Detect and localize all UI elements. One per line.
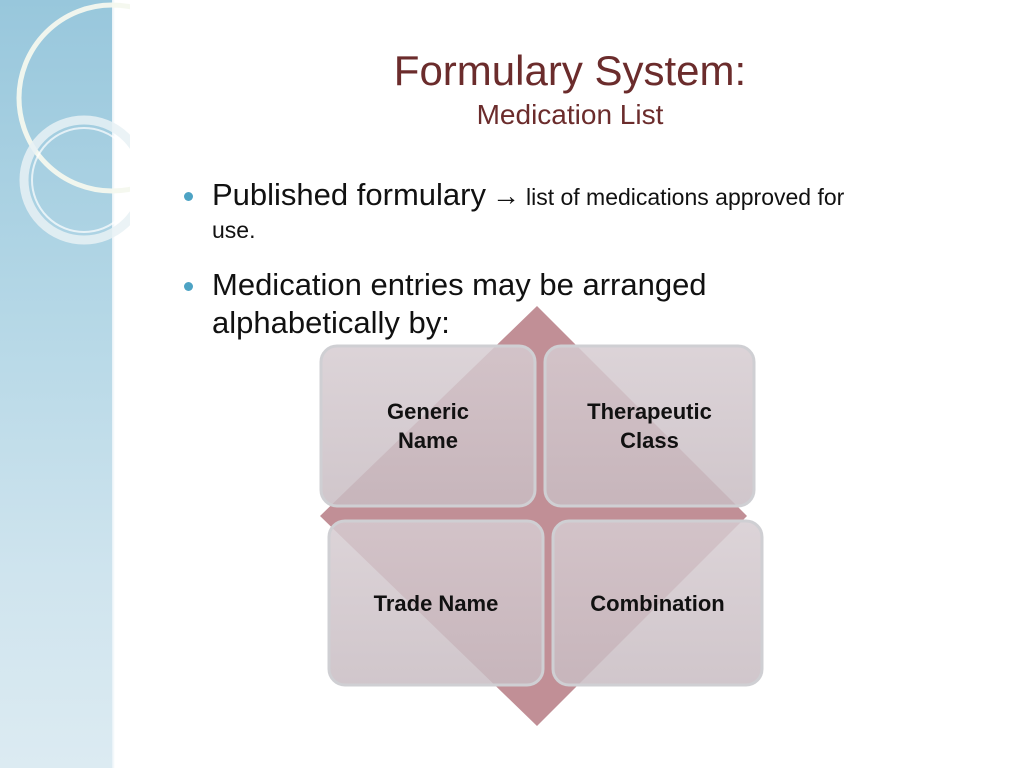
bullet-item-arrangement: Medication entries may be arranged alpha… xyxy=(180,266,990,342)
cell-label-line: Combination xyxy=(590,590,725,616)
bullet-line-2: alphabetically by: xyxy=(212,305,450,340)
slide-subtitle: Medication List xyxy=(476,99,664,130)
cell-label-line: Name xyxy=(398,428,458,453)
side-panel-edge xyxy=(112,0,115,768)
cell-label-combination: Combination xyxy=(553,521,762,685)
cell-label-therapeutic-class: Therapeutic Class xyxy=(545,346,754,506)
cell-label-line: Generic xyxy=(387,399,469,424)
bullet-list: Published formulary→list of medications … xyxy=(180,176,990,364)
cell-label-line: Class xyxy=(620,428,679,453)
slide-title: Formulary System: xyxy=(393,47,747,94)
cell-label-line: Trade Name xyxy=(373,590,499,616)
cell-label-line: Therapeutic xyxy=(587,399,712,424)
bullet-rest-text: list of medications approved for xyxy=(525,184,845,210)
cell-label-trade-name: Trade Name xyxy=(329,521,543,685)
cell-label-generic-name: Generic Name xyxy=(321,346,535,506)
bullet-item-published-formulary: Published formulary→list of medications … xyxy=(180,176,990,244)
bullet-dot-icon xyxy=(184,192,193,201)
decorative-rings xyxy=(16,2,130,245)
right-arrow-icon: → xyxy=(491,180,520,211)
bullet-line-1: Medication entries may be arranged xyxy=(212,267,707,302)
bullet-rest-continuation: use. xyxy=(212,217,256,243)
bullet-dot-icon xyxy=(184,282,193,291)
bullet-lead-text: Published formulary xyxy=(212,177,486,212)
